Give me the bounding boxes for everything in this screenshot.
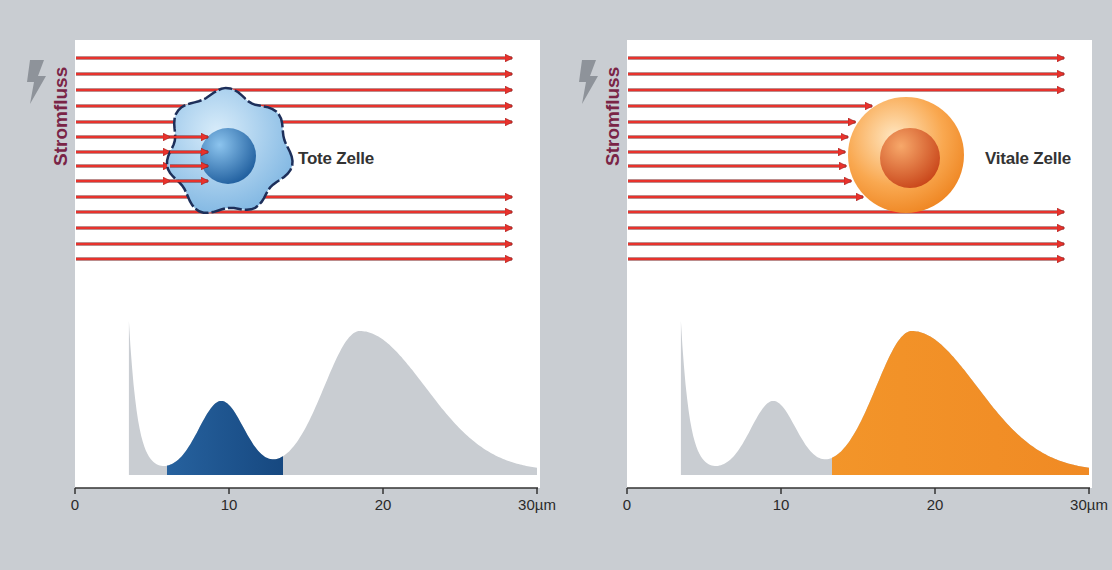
current-line	[76, 105, 512, 108]
current-line	[76, 89, 512, 92]
current-arrow	[628, 258, 1064, 260]
current-line	[628, 211, 1064, 214]
current-line	[628, 258, 1064, 261]
current-line	[628, 180, 851, 183]
current-arrow	[76, 196, 512, 198]
current-line	[628, 121, 855, 124]
current-line	[628, 196, 863, 199]
tick-mark	[626, 488, 628, 494]
current-line	[76, 180, 170, 183]
current-arrow	[76, 89, 512, 91]
current-line	[628, 73, 1064, 76]
current-arrow	[628, 136, 848, 138]
current-arrow	[628, 89, 1064, 91]
x-axis	[75, 487, 538, 489]
current-line	[170, 136, 208, 139]
highlighted-peak	[167, 321, 283, 475]
current-line	[170, 180, 208, 183]
current-arrow	[76, 180, 170, 182]
current-arrow	[170, 165, 208, 167]
current-line	[76, 165, 170, 168]
tick-label: 30µm	[518, 496, 556, 513]
current-line	[628, 57, 1064, 60]
current-arrow	[628, 196, 863, 198]
current-line	[76, 121, 512, 124]
current-arrow	[628, 180, 851, 182]
tick-mark	[536, 488, 538, 494]
current-line	[76, 73, 512, 76]
current-line	[628, 243, 1064, 246]
current-line	[628, 165, 846, 168]
current-line	[76, 243, 512, 246]
size-distribution	[681, 321, 1089, 475]
highlighted-peak	[832, 321, 1089, 475]
lightning-symbol	[27, 60, 46, 104]
current-line	[76, 151, 170, 154]
panel	[627, 40, 1092, 488]
current-arrow	[76, 151, 170, 153]
panel	[75, 40, 540, 488]
current-arrow	[76, 57, 512, 59]
tick-mark	[228, 488, 230, 494]
current-line	[76, 57, 512, 60]
current-arrow	[170, 151, 208, 153]
cell-label: Tote Zelle	[298, 149, 374, 169]
tick-mark	[382, 488, 384, 494]
current-line	[76, 136, 170, 139]
current-arrow	[76, 243, 512, 245]
current-arrow	[628, 211, 1064, 213]
tick-label: 30µm	[1070, 496, 1108, 513]
vital-cell	[848, 97, 964, 213]
current-line	[628, 89, 1064, 92]
current-line	[628, 227, 1064, 230]
current-line	[76, 196, 512, 199]
tick-mark	[1088, 488, 1090, 494]
current-line	[170, 151, 208, 154]
dead-cell	[167, 88, 293, 213]
current-line	[628, 136, 848, 139]
current-arrow	[170, 180, 208, 182]
current-arrow	[76, 258, 512, 260]
cell-nucleus	[200, 128, 256, 184]
x-axis	[627, 487, 1090, 489]
lightning-symbol	[579, 60, 598, 104]
current-line	[76, 211, 512, 214]
current-arrow	[628, 73, 1064, 75]
tick-label: 0	[623, 496, 631, 513]
current-arrow	[76, 165, 170, 167]
current-arrow	[628, 57, 1064, 59]
tick-mark	[780, 488, 782, 494]
current-arrow	[628, 227, 1064, 229]
current-line	[76, 227, 512, 230]
current-arrow	[628, 165, 846, 167]
current-line	[76, 258, 512, 261]
tick-label: 20	[927, 496, 944, 513]
tick-label: 10	[221, 496, 238, 513]
tick-mark	[934, 488, 936, 494]
axis-title: Stromfluss	[602, 67, 624, 166]
current-arrow	[76, 227, 512, 229]
current-arrow	[76, 105, 512, 107]
current-arrow	[628, 121, 855, 123]
current-line	[628, 105, 872, 108]
tick-label: 0	[71, 496, 79, 513]
current-arrow	[628, 243, 1064, 245]
current-arrow	[76, 211, 512, 213]
axis-title: Stromfluss	[50, 67, 72, 166]
current-arrow	[170, 136, 208, 138]
current-arrow	[76, 136, 170, 138]
current-arrow	[76, 121, 512, 123]
current-line	[628, 151, 845, 154]
tick-mark	[74, 488, 76, 494]
cell-nucleus	[880, 128, 940, 188]
tick-label: 20	[375, 496, 392, 513]
size-distribution	[129, 321, 537, 475]
cell-label: Vitale Zelle	[985, 149, 1071, 169]
current-arrow	[628, 151, 845, 153]
current-line	[170, 165, 208, 168]
tick-label: 10	[773, 496, 790, 513]
current-arrow	[628, 105, 872, 107]
current-arrow	[76, 73, 512, 75]
